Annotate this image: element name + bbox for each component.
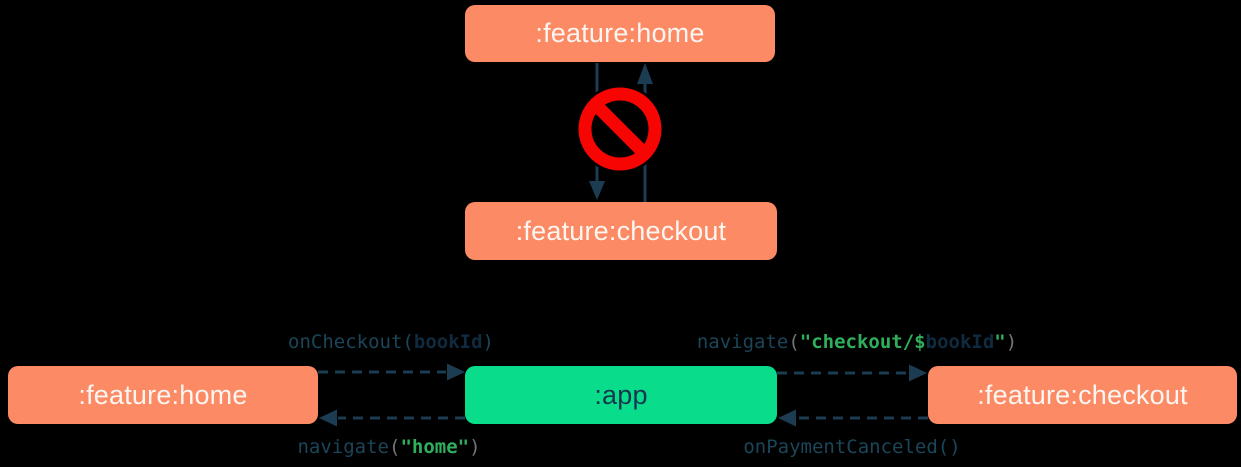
- module-label: :feature:home: [78, 379, 248, 410]
- module-box-feature-home-top: :feature:home: [465, 5, 775, 62]
- no-entry-icon: [576, 85, 664, 173]
- arrow-label-onpaymentcanceled: onPaymentCanceled(): [743, 435, 960, 459]
- code-function-name: navigate: [696, 331, 789, 353]
- code-function-name: navigate: [297, 436, 389, 458]
- code-argument: bookId: [925, 331, 995, 353]
- module-label: :feature:checkout: [515, 215, 727, 246]
- module-box-app: :app: [465, 366, 777, 424]
- arrow-checkout-to-home: [637, 63, 653, 202]
- module-label: :app: [594, 379, 648, 410]
- arrow-app-to-checkout: [777, 364, 927, 382]
- arrow-app-to-home: [319, 409, 465, 427]
- arrow-label-oncheckout: onCheckout(bookId): [288, 330, 494, 354]
- code-paren-close: ): [1005, 331, 1018, 353]
- module-box-feature-checkout: :feature:checkout: [928, 366, 1237, 424]
- arrow-checkout-to-app: [778, 409, 928, 427]
- arrow-home-to-app: [318, 363, 465, 381]
- module-box-feature-home: :feature:home: [8, 366, 318, 424]
- code-parens: (): [937, 436, 961, 458]
- code-paren-open: (: [402, 331, 414, 353]
- arrow-label-navigate-home: navigate("home"): [297, 435, 480, 459]
- module-label: :feature:checkout: [977, 379, 1188, 410]
- code-string: "home": [400, 436, 470, 458]
- module-label: :feature:home: [535, 18, 705, 48]
- arrow-home-to-checkout: [589, 63, 605, 200]
- code-argument: bookId: [413, 331, 483, 353]
- arrow-label-navigate-checkout: navigate("checkout/$bookId"): [697, 330, 1017, 354]
- code-paren-close: ): [482, 331, 494, 353]
- code-paren-open: (: [788, 331, 800, 353]
- code-paren-open: (: [388, 436, 401, 458]
- code-string: ": [994, 331, 1006, 353]
- code-paren-close: ): [469, 436, 481, 458]
- code-function-name: onCheckout: [288, 331, 403, 353]
- code-function-name: onPaymentCanceled: [743, 436, 938, 458]
- module-box-feature-checkout-top: :feature:checkout: [465, 202, 777, 260]
- code-string: "checkout/$: [799, 331, 926, 353]
